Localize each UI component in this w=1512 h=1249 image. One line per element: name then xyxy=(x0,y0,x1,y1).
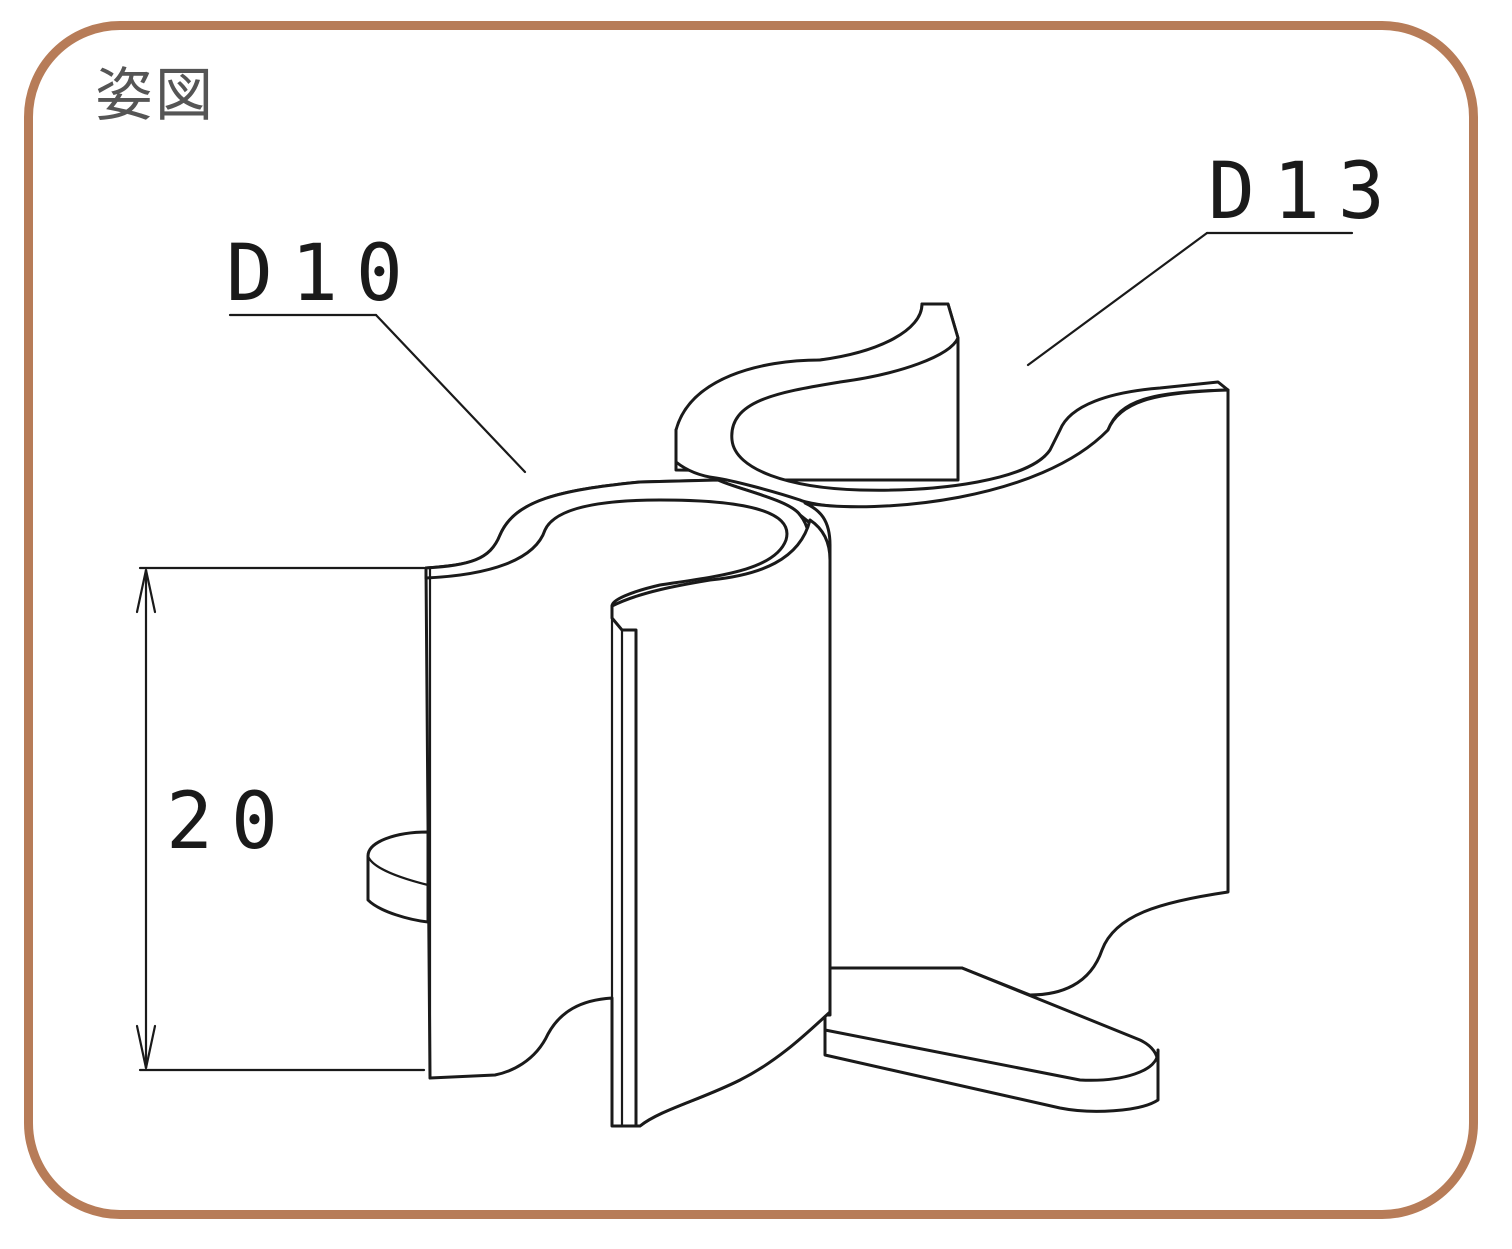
callout-d10: D10 xyxy=(226,229,527,474)
height-dimension-label: 20 xyxy=(166,777,296,867)
d13-plate xyxy=(803,388,1230,997)
callout-d13: D13 xyxy=(1026,147,1403,367)
view-title: 姿図 xyxy=(95,61,216,129)
clip-d10 xyxy=(366,478,832,1128)
arrowhead-icon xyxy=(135,569,157,614)
height-dimension: 20 xyxy=(135,566,426,1072)
d10-front-plate xyxy=(610,518,832,1128)
clip-d13 xyxy=(674,302,1230,1113)
d13-foot-side xyxy=(823,1013,1160,1113)
callout-d10-label: D10 xyxy=(226,229,421,319)
callout-d13-label: D13 xyxy=(1208,147,1403,237)
arrowhead-icon xyxy=(135,1024,157,1069)
